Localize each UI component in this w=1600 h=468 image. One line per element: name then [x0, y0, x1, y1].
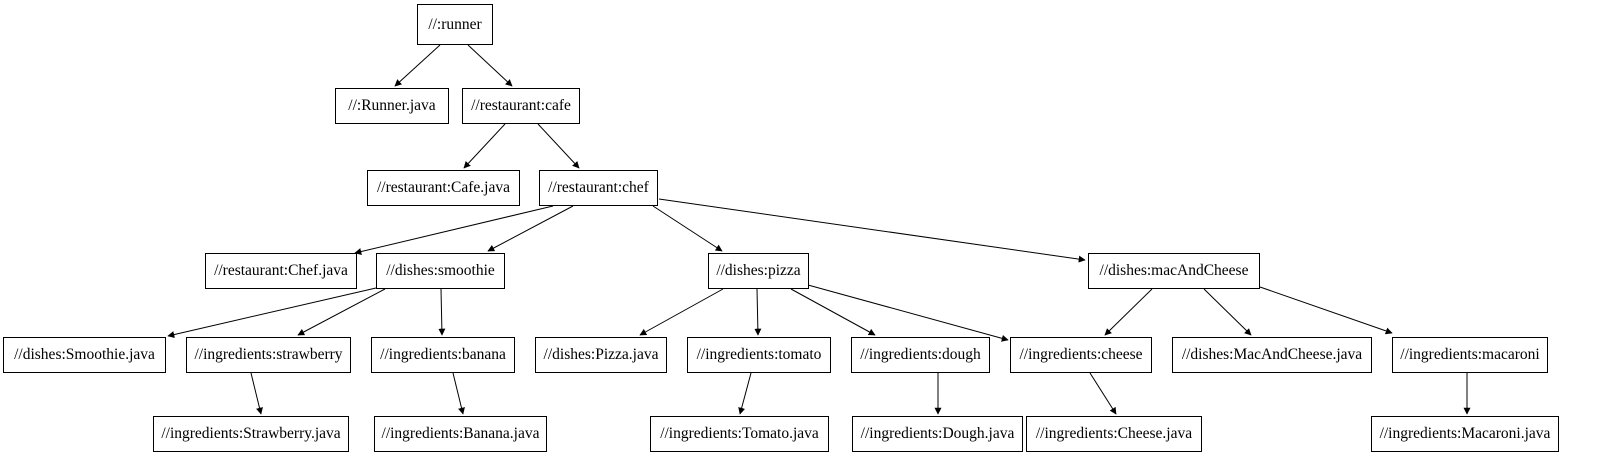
graph-node-ing_macaroni[interactable]: //ingredients:macaroni	[1392, 337, 1548, 373]
graph-node-smoothie_java[interactable]: //dishes:Smoothie.java	[3, 337, 166, 373]
graph-node-banana_java[interactable]: //ingredients:Banana.java	[374, 416, 547, 452]
graph-node-pizza_java[interactable]: //dishes:Pizza.java	[535, 337, 667, 373]
graph-node-label: //restaurant:Chef.java	[214, 262, 348, 280]
graph-node-ing_strawberry[interactable]: //ingredients:strawberry	[186, 337, 351, 373]
graph-node-label: //restaurant:Cafe.java	[377, 179, 510, 197]
graph-node-label: //ingredients:tomato	[696, 346, 822, 364]
graph-node-label: //restaurant:chef	[548, 179, 649, 197]
graph-edge-dishes_smoothie-to-smoothie_java	[167, 287, 377, 338]
graph-node-ing_tomato[interactable]: //ingredients:tomato	[687, 337, 831, 373]
graph-edge-restaurant_chef-to-dishes_smoothie	[487, 205, 574, 252]
graph-node-label: //:Runner.java	[348, 97, 436, 115]
graph-edge-dishes_mac-to-mac_java	[1203, 288, 1252, 336]
graph-edge-dishes_mac-to-ing_cheese	[1104, 288, 1153, 336]
graph-node-dishes_smoothie[interactable]: //dishes:smoothie	[376, 253, 505, 289]
graph-edge-dishes_pizza-to-ing_tomato	[754, 288, 762, 336]
graph-node-label: //ingredients:strawberry	[194, 346, 343, 364]
graph-edge-restaurant_cafe-to-cafe_java	[463, 123, 506, 169]
graph-node-label: //ingredients:Tomato.java	[660, 425, 819, 443]
graph-edge-dishes_pizza-to-ing_cheese	[807, 284, 1009, 342]
graph-node-ing_banana[interactable]: //ingredients:banana	[371, 337, 515, 373]
graph-node-macaroni_java[interactable]: //ingredients:Macaroni.java	[1371, 416, 1559, 452]
graph-node-restaurant_cafe[interactable]: //restaurant:cafe	[462, 88, 580, 124]
graph-node-label: //dishes:Pizza.java	[543, 346, 659, 364]
graph-node-label: //restaurant:cafe	[471, 97, 571, 115]
graph-edge-dishes_pizza-to-pizza_java	[639, 288, 724, 336]
graph-node-chef_java[interactable]: //restaurant:Chef.java	[205, 253, 357, 289]
graph-node-label: //ingredients:Banana.java	[381, 425, 540, 443]
graph-edge-ing_banana-to-banana_java	[452, 372, 465, 415]
graph-node-cafe_java[interactable]: //restaurant:Cafe.java	[367, 170, 520, 206]
graph-node-label: //ingredients:Dough.java	[860, 425, 1015, 443]
graph-edge-restaurant_chef-to-dishes_pizza	[652, 205, 723, 252]
graph-edge-dishes_mac-to-ing_macaroni	[1259, 286, 1393, 335]
graph-edge-runner-to-restaurant_cafe	[467, 44, 513, 87]
graph-node-mac_java[interactable]: //dishes:MacAndCheese.java	[1172, 337, 1372, 373]
graph-node-dishes_mac[interactable]: //dishes:macAndCheese	[1088, 253, 1260, 289]
graph-edge-dishes_pizza-to-ing_dough	[790, 288, 876, 336]
graph-node-label: //:runner	[428, 15, 482, 33]
graph-node-label: //ingredients:macaroni	[1400, 346, 1540, 364]
graph-node-cheese_java[interactable]: //ingredients:Cheese.java	[1026, 416, 1202, 452]
graph-node-runner[interactable]: //:runner	[417, 4, 493, 45]
graph-node-label: //dishes:Smoothie.java	[14, 346, 155, 364]
graph-node-strawberry_java[interactable]: //ingredients:Strawberry.java	[153, 416, 349, 452]
graph-node-dough_java[interactable]: //ingredients:Dough.java	[852, 416, 1023, 452]
graph-edges	[167, 44, 1471, 415]
graph-edge-ing_strawberry-to-strawberry_java	[250, 372, 263, 415]
graph-edge-runner-to-runner_java	[394, 44, 441, 87]
graph-node-tomato_java[interactable]: //ingredients:Tomato.java	[650, 416, 829, 452]
graph-edge-ing_tomato-to-tomato_java	[738, 372, 752, 415]
graph-node-label: //ingredients:cheese	[1019, 346, 1143, 364]
graph-node-label: //ingredients:Strawberry.java	[161, 425, 341, 443]
graph-node-dishes_pizza[interactable]: //dishes:pizza	[708, 253, 809, 289]
graph-node-label: //ingredients:Cheese.java	[1035, 425, 1193, 443]
graph-edge-dishes_smoothie-to-ing_banana	[438, 288, 446, 336]
graph-node-runner_java[interactable]: //:Runner.java	[335, 88, 449, 124]
graph-node-label: //ingredients:banana	[380, 346, 506, 364]
graph-node-label: //ingredients:dough	[860, 346, 981, 364]
graph-node-ing_cheese[interactable]: //ingredients:cheese	[1010, 337, 1152, 373]
graph-node-label: //dishes:pizza	[716, 262, 801, 280]
graph-node-ing_dough[interactable]: //ingredients:dough	[851, 337, 990, 373]
graph-edge-restaurant_chef-to-dishes_mac	[658, 198, 1086, 263]
graph-node-label: //dishes:macAndCheese	[1099, 262, 1249, 280]
graph-node-label: //dishes:smoothie	[386, 262, 495, 280]
graph-node-label: //ingredients:Macaroni.java	[1379, 425, 1551, 443]
graph-edge-dishes_smoothie-to-ing_strawberry	[297, 288, 386, 336]
graph-node-label: //dishes:MacAndCheese.java	[1181, 346, 1363, 364]
graph-edge-ing_cheese-to-cheese_java	[1089, 372, 1117, 415]
graph-node-restaurant_chef[interactable]: //restaurant:chef	[539, 170, 658, 206]
graph-edge-restaurant_chef-to-chef_java	[354, 205, 554, 255]
graph-edge-restaurant_cafe-to-restaurant_chef	[537, 123, 580, 169]
